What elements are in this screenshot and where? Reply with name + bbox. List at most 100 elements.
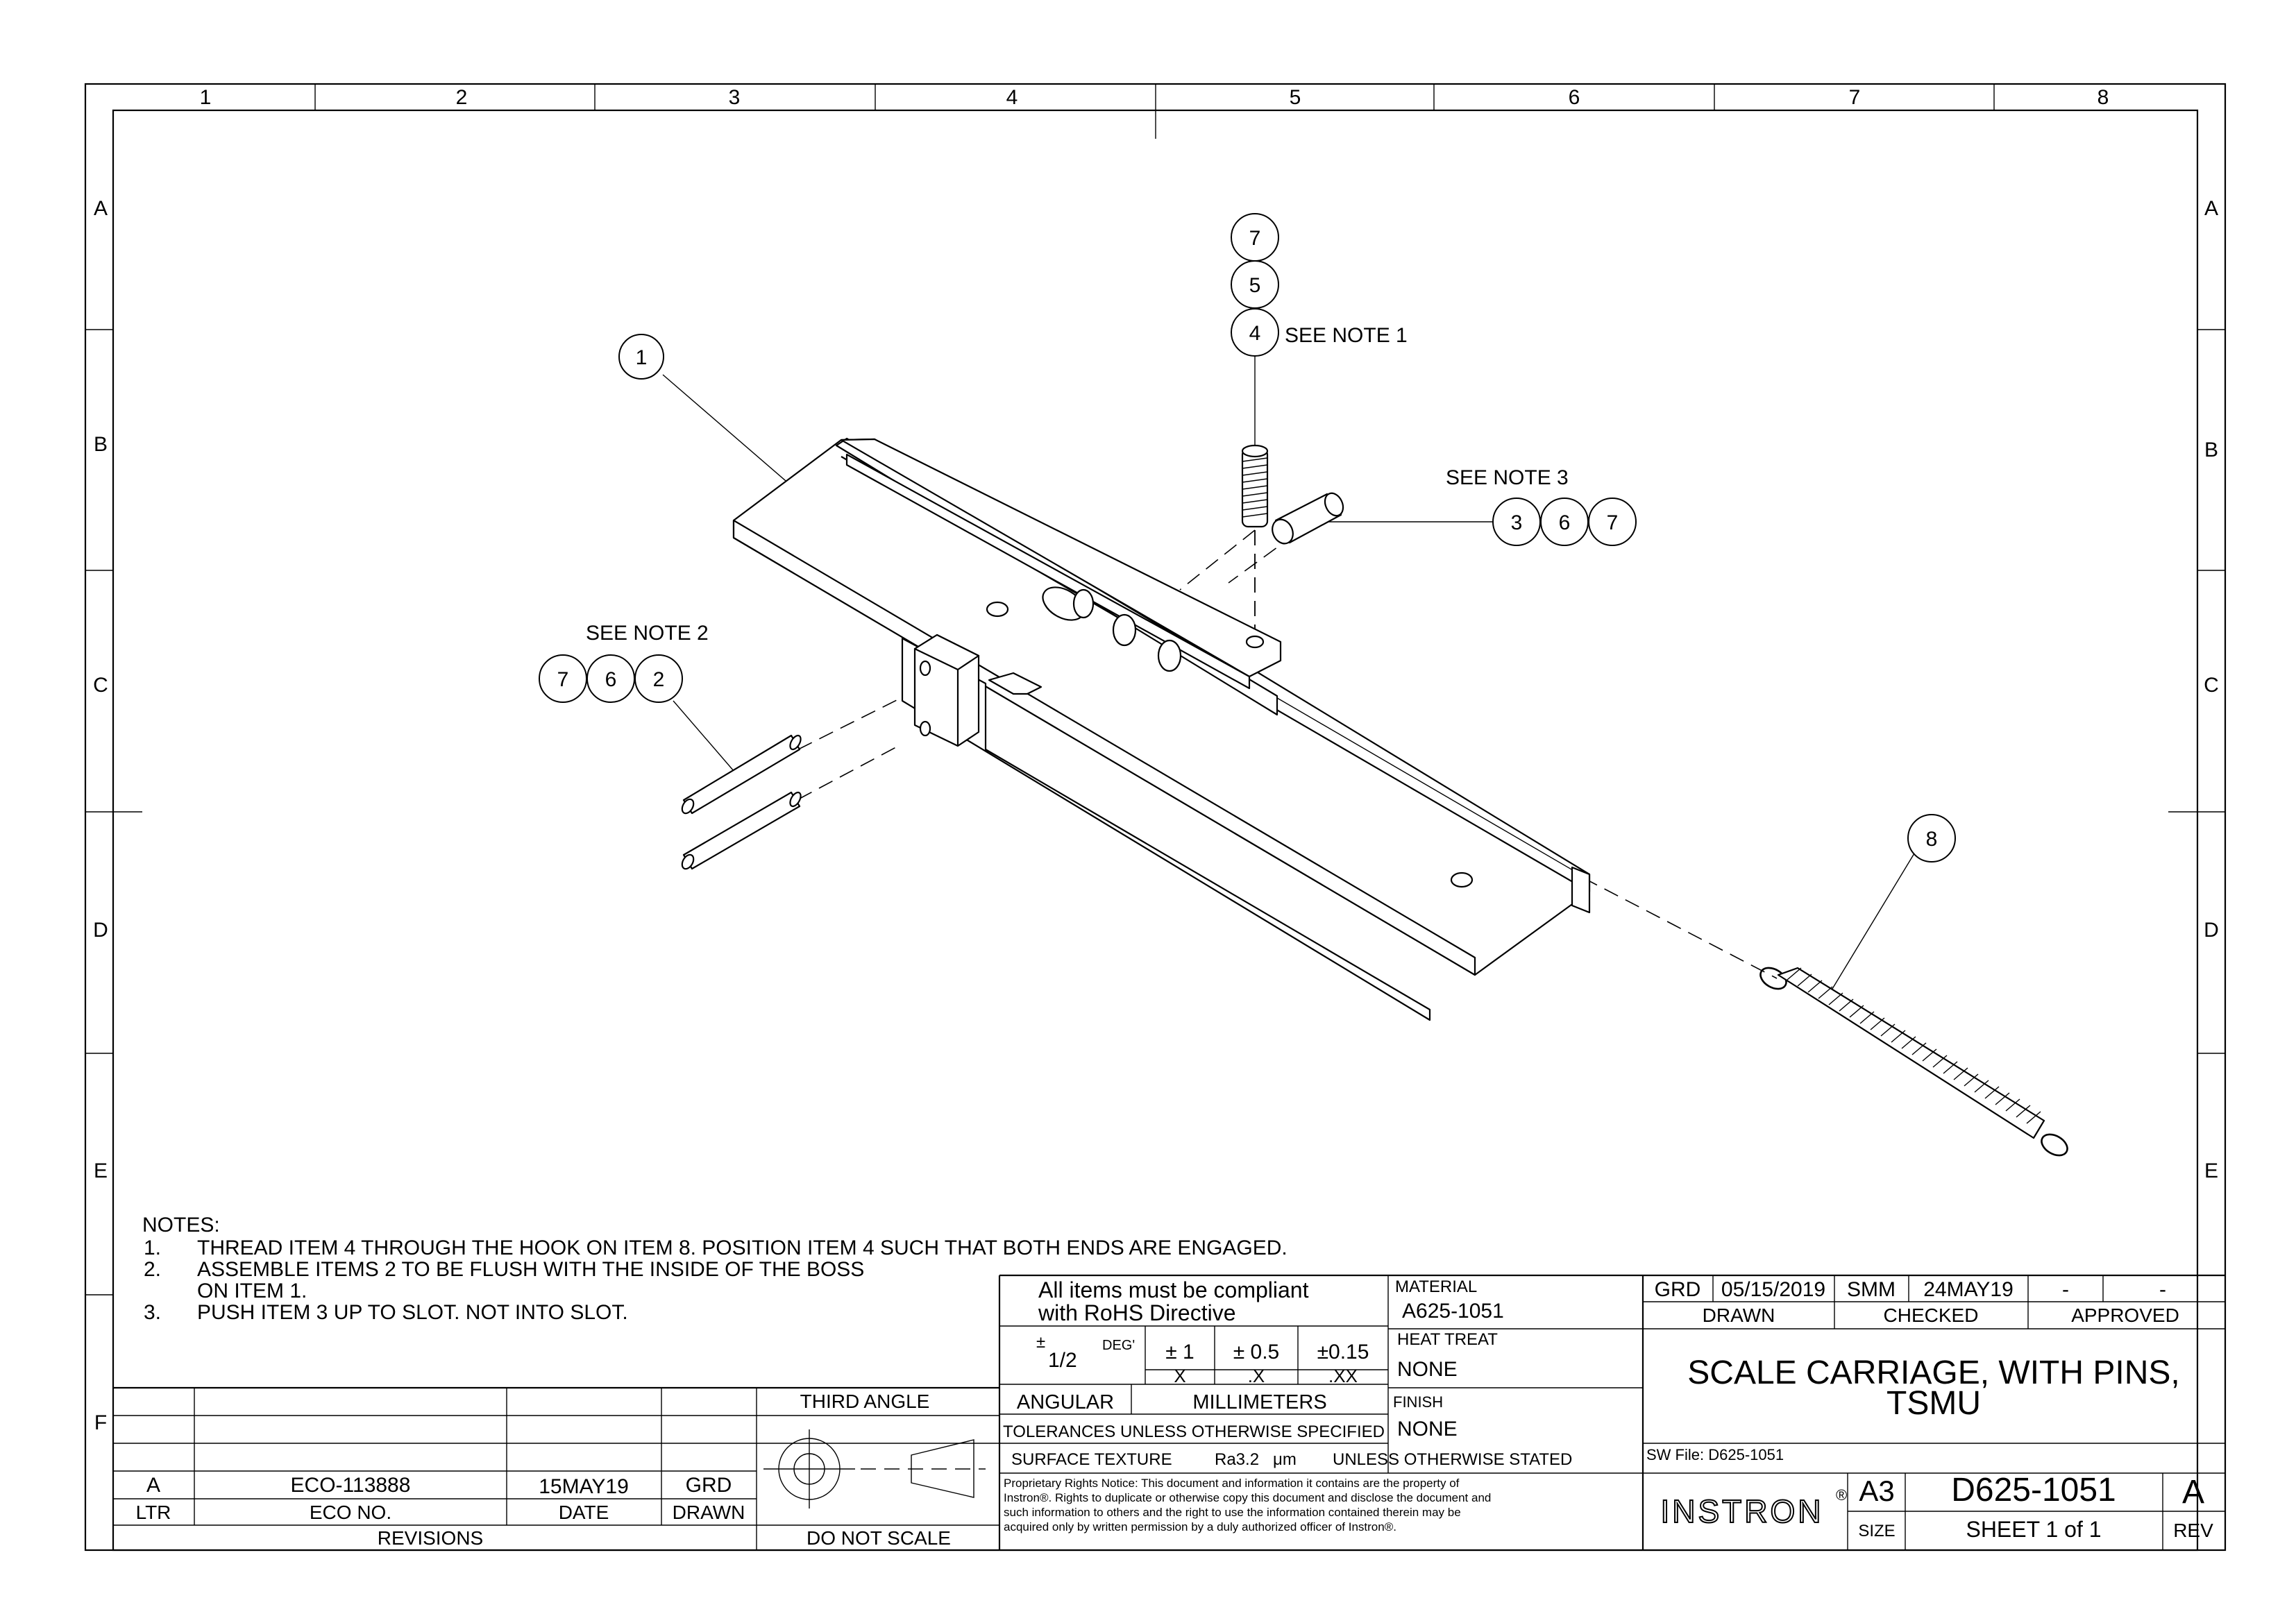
see-note-2-label: SEE NOTE 2 xyxy=(586,622,709,645)
proprietary-line-1: Proprietary Rights Notice: This document… xyxy=(1004,1477,1460,1490)
tolerance-x-label: X xyxy=(1174,1366,1185,1386)
tolerance-x2-value: ±0.15 xyxy=(1317,1341,1369,1363)
balloon-item-1: 1 xyxy=(618,334,664,380)
balloon-group-3-6-7: 3 6 7 xyxy=(1492,498,1637,546)
zone-col-4: 4 xyxy=(1006,86,1018,109)
title-block-grid xyxy=(113,1274,2225,1550)
tolerance-x-value: ± 1 xyxy=(1165,1341,1194,1363)
scale-carriage-body xyxy=(732,437,1591,1021)
tolerance-x2-label: .XX xyxy=(1328,1366,1358,1386)
note-3-text: PUSH ITEM 3 UP TO SLOT. NOT INTO SLOT. xyxy=(197,1301,628,1324)
leader-item-2 xyxy=(673,700,743,782)
balloon-item-8: 8 xyxy=(1907,814,1956,863)
surface-texture-note: UNLESS OTHERWISE STATED xyxy=(1333,1450,1572,1469)
drawn-by: GRD xyxy=(1655,1278,1701,1301)
title-line-1: SCALE CARRIAGE, WITH PINS, xyxy=(1687,1354,2179,1391)
third-angle-label: THIRD ANGLE xyxy=(800,1391,930,1412)
svg-text:5: 5 xyxy=(1249,274,1261,297)
svg-text:2: 2 xyxy=(653,668,665,691)
zone-col-5: 5 xyxy=(1290,86,1301,109)
sheet-size-label: SIZE xyxy=(1858,1522,1895,1540)
note-1-text: THREAD ITEM 4 THROUGH THE HOOK ON ITEM 8… xyxy=(197,1237,1288,1259)
approvals-block: GRD 05/15/2019 SMM 24MAY19 - - DRAWN CHE… xyxy=(1655,1278,2179,1326)
zone-row-e-right: E xyxy=(2204,1159,2218,1182)
tolerance-block: All items must be compliant with RoHS Di… xyxy=(1003,1277,1572,1469)
zone-row-a-right: A xyxy=(2204,197,2218,220)
revision-drawn-header: DRAWN xyxy=(673,1502,745,1523)
projection-block: THIRD ANGLE DO NOT SCALE xyxy=(763,1391,986,1549)
checked-label: CHECKED xyxy=(1884,1305,1979,1326)
zone-row-c-left: C xyxy=(93,674,108,697)
checked-by: SMM xyxy=(1847,1278,1896,1301)
zone-col-2: 2 xyxy=(456,86,468,109)
surface-texture-unit: μm xyxy=(1273,1450,1297,1469)
sheet-size-value: A3 xyxy=(1859,1475,1894,1507)
revision-eco-header: ECO NO. xyxy=(310,1502,391,1523)
zone-col-7: 7 xyxy=(1849,86,1861,109)
roller-pin xyxy=(1272,492,1344,545)
tolerance-x1-label: .X xyxy=(1248,1366,1265,1386)
material-block: MATERIAL A625-1051 HEAT TREAT NONE FINIS… xyxy=(1393,1277,1504,1441)
drawing-title: SCALE CARRIAGE, WITH PINS, TSMU xyxy=(1687,1354,2179,1422)
approved-label: APPROVED xyxy=(2071,1305,2179,1326)
leader-item-8 xyxy=(1832,853,1915,989)
item-balloons: 1 7 5 4 SEE NOTE 1 SEE NOTE 3 3 6 7 SEE … xyxy=(539,213,1956,863)
svg-text:7: 7 xyxy=(557,668,569,691)
drawn-label: DRAWN xyxy=(1703,1305,1775,1326)
zone-row-e-left: E xyxy=(94,1159,108,1182)
general-notes: NOTES: 1. THREAD ITEM 4 THROUGH THE HOOK… xyxy=(142,1214,1288,1324)
rohs-line-2: with RoHS Directive xyxy=(1038,1300,1236,1325)
revision-ltr-value: A xyxy=(146,1474,160,1497)
svg-text:6: 6 xyxy=(1559,511,1571,534)
angular-plus-minus: ± xyxy=(1036,1333,1045,1352)
revision-ltr-header: LTR xyxy=(136,1502,171,1523)
heat-treat-label: HEAT TREAT xyxy=(1397,1330,1498,1349)
see-note-3-label: SEE NOTE 3 xyxy=(1446,466,1569,489)
drawn-date: 05/15/2019 xyxy=(1721,1278,1825,1301)
drawing-number: D625-1051 xyxy=(1951,1472,2116,1509)
set-screw xyxy=(1241,444,1269,528)
sw-file-label: SW File: D625-1051 xyxy=(1646,1446,1784,1463)
zone-row-d-right: D xyxy=(2204,919,2219,942)
revision-label: REV xyxy=(2173,1520,2213,1541)
note-2-number: 2. xyxy=(144,1258,161,1281)
proprietary-notice: Proprietary Rights Notice: This document… xyxy=(1004,1477,1491,1533)
isometric-assembly-view xyxy=(662,348,2068,1157)
revision-date-value: 15MAY19 xyxy=(539,1475,629,1498)
angular-tolerance-unit: DEG' xyxy=(1102,1338,1135,1353)
note-2-text-line1: ASSEMBLE ITEMS 2 TO BE FLUSH WITH THE IN… xyxy=(197,1258,864,1281)
svg-text:1: 1 xyxy=(636,346,648,369)
approved-by: - xyxy=(2062,1278,2069,1301)
instron-logo-text: INSTRON xyxy=(1661,1493,1824,1529)
note-2-text-line2: ON ITEM 1. xyxy=(197,1280,307,1302)
tolerance-x1-value: ± 0.5 xyxy=(1233,1341,1280,1363)
dowel-pins xyxy=(681,734,802,870)
see-note-1-label: SEE NOTE 1 xyxy=(1285,324,1408,347)
extension-spring xyxy=(1759,967,2068,1157)
proprietary-line-2: Instron®. Rights to duplicate or otherwi… xyxy=(1004,1491,1491,1504)
revisions-table: A ECO-113888 15MAY19 GRD LTR ECO NO. DAT… xyxy=(136,1474,745,1549)
instron-logo-mark: ® xyxy=(1836,1486,1847,1504)
finish-label: FINISH xyxy=(1393,1393,1443,1411)
tolerances-caption: TOLERANCES UNLESS OTHERWISE SPECIFIED xyxy=(1003,1422,1385,1441)
surface-texture-label: SURFACE TEXTURE xyxy=(1011,1450,1172,1469)
zone-row-b-right: B xyxy=(2204,439,2218,461)
zone-row-f-left: F xyxy=(94,1411,107,1434)
zone-row-a-left: A xyxy=(94,197,108,220)
zone-row-c-right: C xyxy=(2204,674,2219,697)
rohs-line-1: All items must be compliant xyxy=(1038,1277,1309,1302)
zone-col-8: 8 xyxy=(2097,86,2109,109)
revision-drawn-value: GRD xyxy=(686,1474,732,1497)
approved-date: - xyxy=(2159,1278,2166,1301)
note-1-number: 1. xyxy=(144,1237,161,1259)
material-value: A625-1051 xyxy=(1402,1300,1504,1323)
balloon-group-7-6-2: 7 6 2 xyxy=(539,654,683,703)
do-not-scale-label: DO NOT SCALE xyxy=(807,1527,951,1549)
proprietary-line-4: acquired only by written permission by a… xyxy=(1004,1520,1396,1533)
instron-logo: INSTRON ® xyxy=(1660,1486,1848,1530)
revision-eco-value: ECO-113888 xyxy=(291,1474,411,1497)
notes-heading: NOTES: xyxy=(142,1214,220,1237)
balloon-stack-7-5-4: 7 5 4 xyxy=(1231,213,1279,357)
zone-col-6: 6 xyxy=(1569,86,1580,109)
svg-text:4: 4 xyxy=(1249,322,1261,345)
